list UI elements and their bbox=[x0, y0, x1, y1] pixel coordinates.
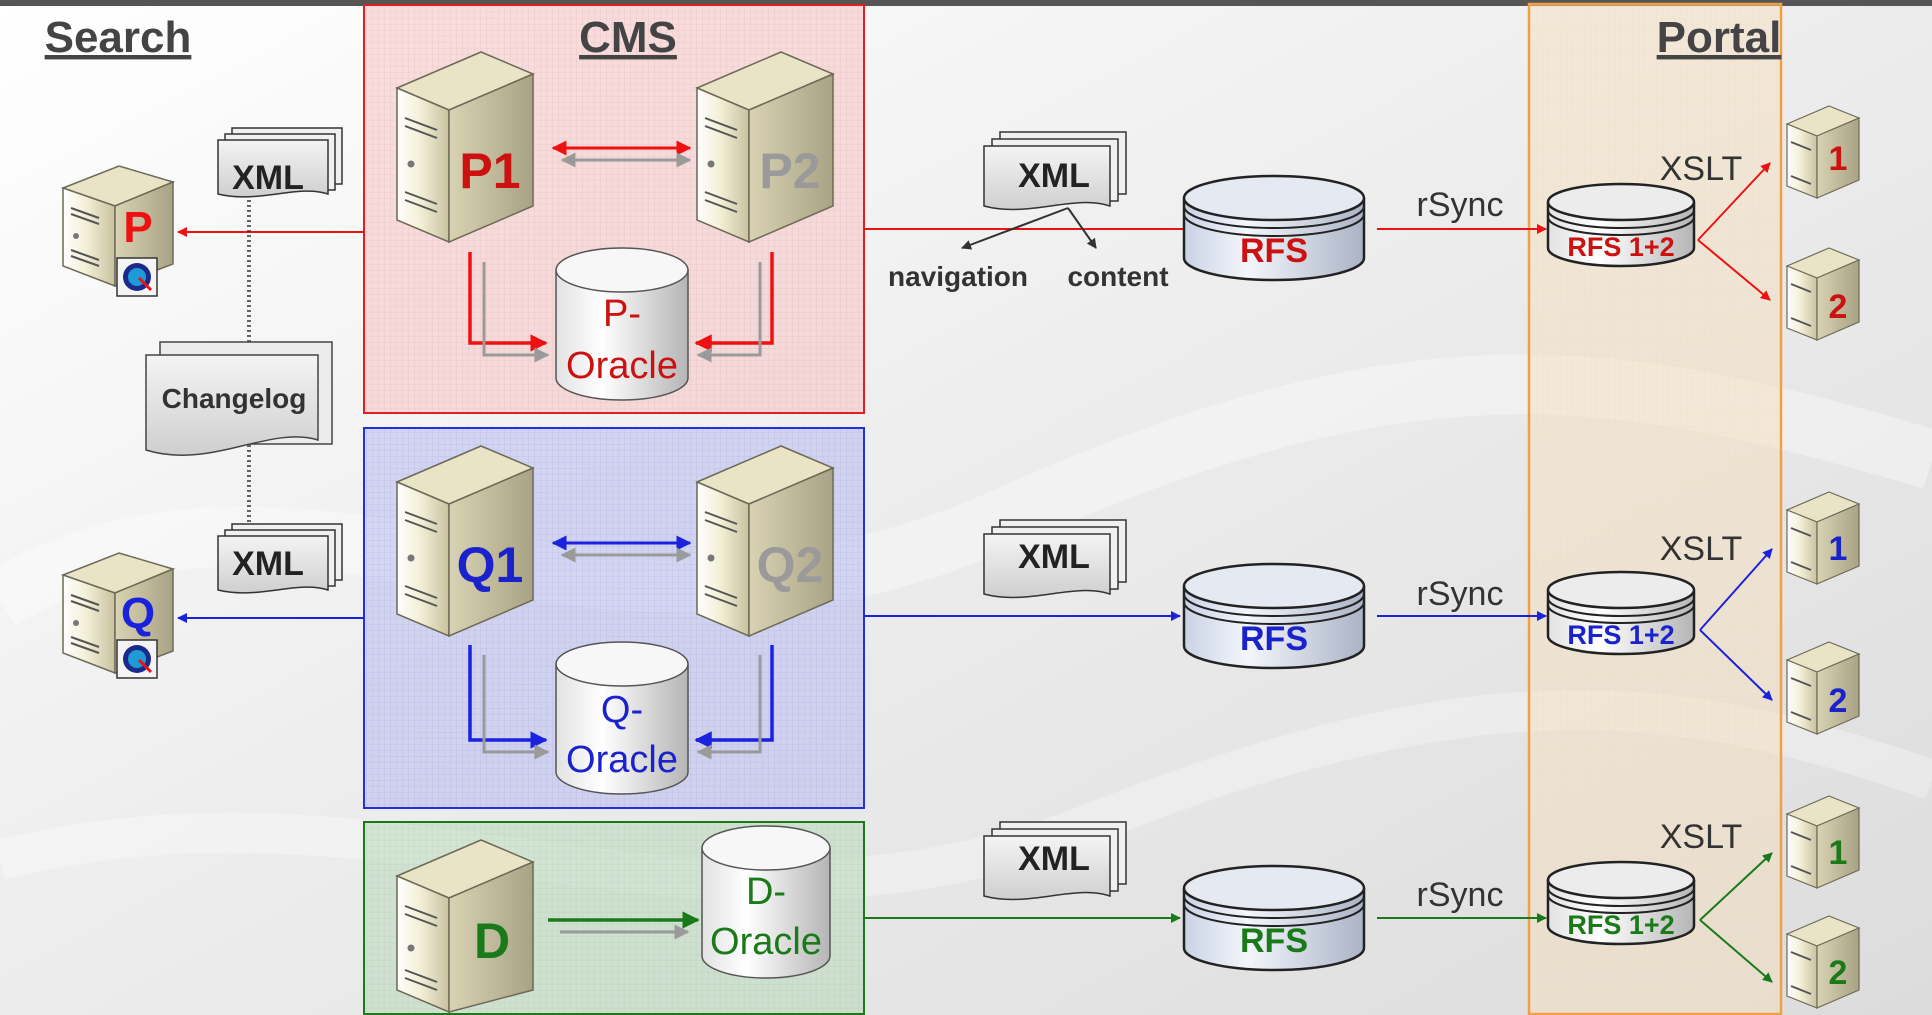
portal-rfs-cluster-p bbox=[1546, 182, 1696, 268]
portal-server-q2-label: 2 bbox=[1829, 682, 1848, 720]
cms-db-q-oracle bbox=[555, 641, 689, 795]
cms-db-q-line2: Oracle bbox=[566, 739, 678, 781]
rfs-db-d bbox=[1182, 864, 1366, 972]
cms-db-p-oracle bbox=[555, 247, 689, 401]
search-globe-icon bbox=[116, 257, 158, 297]
portal-server-q1 bbox=[1785, 491, 1861, 585]
xml-label-d: XML bbox=[1018, 840, 1090, 878]
portal-server-d2-label: 2 bbox=[1829, 954, 1848, 992]
search-globe-icon bbox=[116, 639, 158, 679]
rfs-label-p: RFS bbox=[1240, 232, 1308, 270]
rsync-label-q: rSync bbox=[1417, 575, 1504, 613]
cms-server-q2-label: Q2 bbox=[757, 537, 824, 593]
portal-zone bbox=[1527, 2, 1783, 1015]
changelog-label: Changelog bbox=[162, 383, 307, 414]
cms-db-p-line2: Oracle bbox=[566, 345, 678, 387]
xml-label-p: XML bbox=[1018, 157, 1090, 195]
portal-rfs-label-p: RFS 1+2 bbox=[1567, 232, 1674, 262]
portal-server-q1-label: 1 bbox=[1829, 530, 1848, 568]
xml-doc-d bbox=[983, 821, 1127, 901]
portal-server-p1-label: 1 bbox=[1829, 140, 1848, 178]
content-label: content bbox=[1067, 261, 1168, 292]
rfs-db-p bbox=[1182, 174, 1366, 282]
xml-label-q: XML bbox=[1018, 538, 1090, 576]
portal-server-p1 bbox=[1785, 105, 1861, 199]
portal-rfs-cluster-d bbox=[1546, 860, 1696, 946]
cms-server-d bbox=[395, 839, 535, 1014]
cms-db-q-line1: Q- bbox=[601, 689, 643, 731]
search-xml-label-q: XML bbox=[232, 545, 304, 583]
search-server-q-label: Q bbox=[121, 589, 155, 638]
xslt-label-p: XSLT bbox=[1660, 150, 1743, 188]
xml-doc-p bbox=[983, 131, 1127, 211]
xslt-label-q: XSLT bbox=[1660, 530, 1743, 568]
search-xml-doc-p bbox=[217, 127, 343, 198]
portal-rfs-label-d: RFS 1+2 bbox=[1567, 910, 1674, 940]
portal-rfs-cluster-q bbox=[1546, 570, 1696, 656]
portal-rfs-label-q: RFS 1+2 bbox=[1567, 620, 1674, 650]
cms-db-d-line2: Oracle bbox=[710, 921, 822, 963]
search-xml-label-p: XML bbox=[232, 159, 304, 197]
portal-server-p2 bbox=[1785, 247, 1861, 341]
cms-server-p1-label: P1 bbox=[459, 143, 520, 199]
search-xml-doc-q bbox=[217, 523, 343, 594]
portal-server-d1 bbox=[1785, 795, 1861, 889]
portal-server-q2 bbox=[1785, 641, 1861, 735]
search-server-q bbox=[60, 552, 176, 675]
cms-server-q1-label: Q1 bbox=[457, 537, 524, 593]
portal-server-d1-label: 1 bbox=[1829, 834, 1848, 872]
search-heading: Search bbox=[45, 13, 192, 62]
changelog-doc bbox=[145, 341, 333, 456]
rfs-db-q bbox=[1182, 562, 1366, 670]
rfs-label-d: RFS bbox=[1240, 922, 1308, 960]
cms-server-d-label: D bbox=[474, 913, 510, 969]
cms-db-p-line1: P- bbox=[603, 293, 641, 335]
xslt-label-d: XSLT bbox=[1660, 818, 1743, 856]
cms-server-p2-label: P2 bbox=[759, 143, 820, 199]
cms-db-d-oracle bbox=[701, 825, 831, 979]
portal-server-p2-label: 2 bbox=[1829, 288, 1848, 326]
xml-doc-q bbox=[983, 519, 1127, 599]
cms-server-p2 bbox=[695, 51, 835, 244]
search-server-p bbox=[60, 165, 176, 288]
cms-db-d-line1: D- bbox=[746, 871, 786, 913]
portal-heading: Portal bbox=[1657, 13, 1782, 62]
search-server-p-label: P bbox=[123, 203, 152, 252]
cms-server-q1 bbox=[395, 445, 535, 638]
rsync-label-d: rSync bbox=[1417, 876, 1504, 914]
cms-server-p1 bbox=[395, 51, 535, 244]
rfs-label-q: RFS bbox=[1240, 620, 1308, 658]
portal-server-d2 bbox=[1785, 915, 1861, 1009]
cms-server-q2 bbox=[695, 445, 835, 638]
rsync-label-p: rSync bbox=[1417, 186, 1504, 224]
cms-heading: CMS bbox=[579, 13, 677, 62]
navigation-label: navigation bbox=[888, 261, 1028, 292]
